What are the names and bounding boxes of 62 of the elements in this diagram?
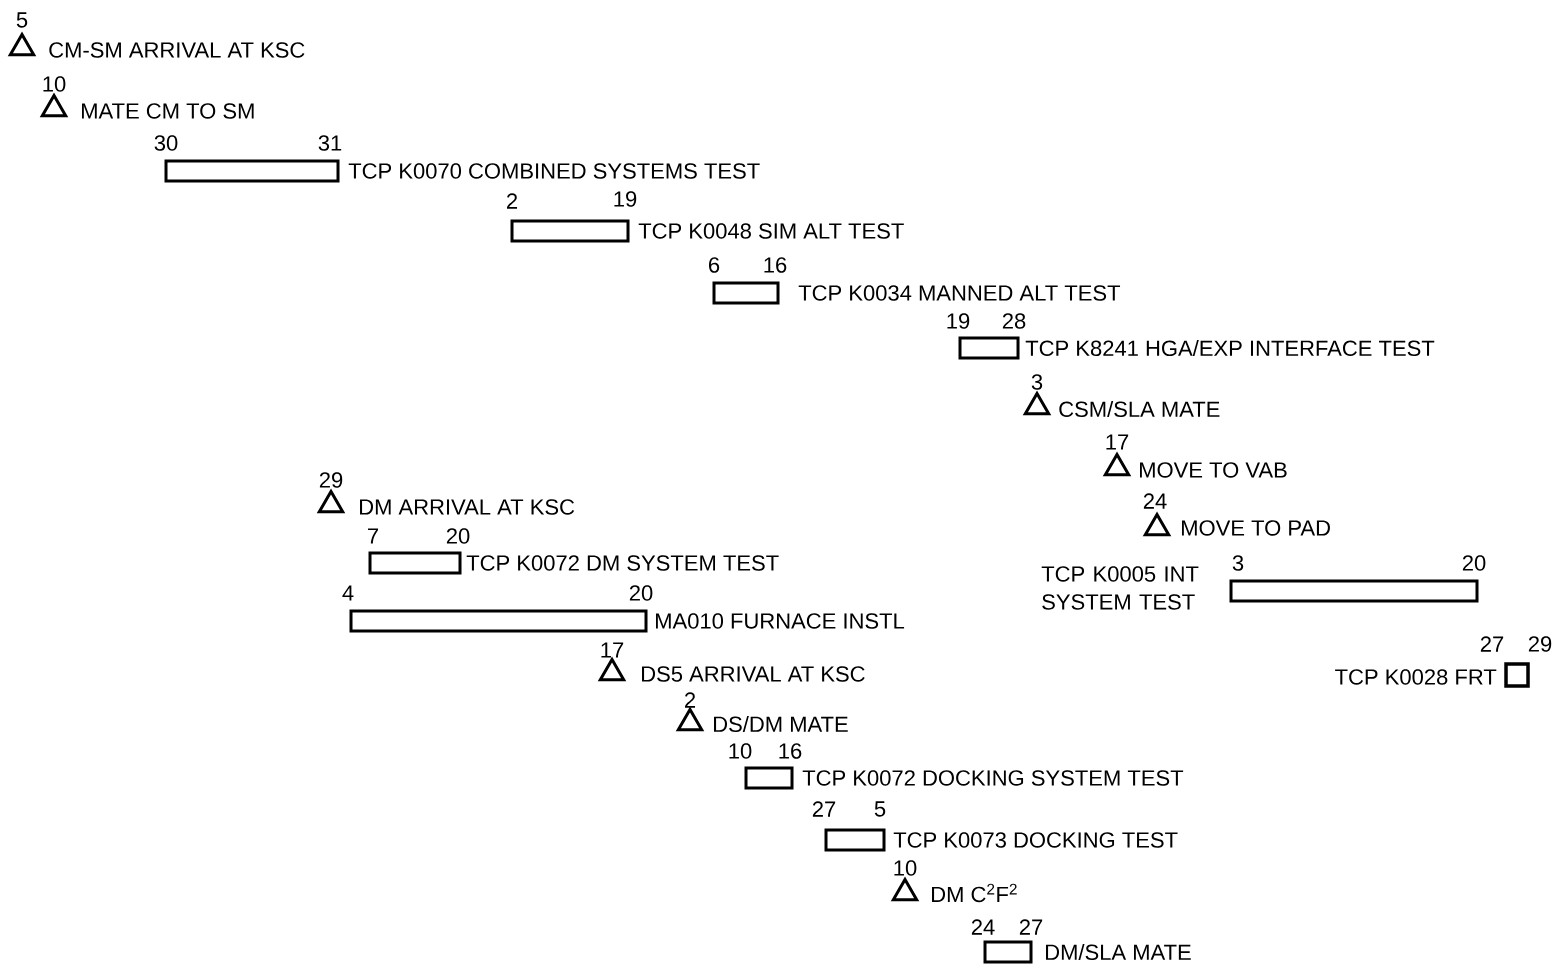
schedule-bar — [1229, 579, 1479, 603]
date-label: 24 — [1143, 493, 1167, 509]
activity-label: DM C$^{2}$F$^{2}$ — [932, 883, 1017, 903]
schedule-bar — [510, 219, 630, 243]
date-label: 2 — [507, 193, 518, 209]
date-label: 7 — [368, 528, 379, 544]
schedule-bar — [712, 281, 780, 305]
date-label: 29 — [319, 472, 343, 488]
date-label: 28 — [1002, 313, 1026, 329]
activity-label: DM ARRIVAL AT KSC — [360, 499, 575, 515]
schedule-bar — [368, 551, 462, 575]
activity-label: CSM/SLA MATE — [1059, 400, 1220, 418]
date-label: 29 — [1528, 636, 1552, 652]
date-label: 17 — [1106, 434, 1129, 450]
date-label: 3 — [1031, 374, 1043, 390]
date-label: 20 — [1462, 555, 1486, 571]
date-label: 20 — [446, 528, 470, 544]
activity-label: TCP K0034 MANNED ALT TEST — [798, 285, 1121, 301]
date-label: 17 — [601, 642, 624, 658]
schedule-bar — [983, 940, 1033, 964]
date-label: 24 — [971, 919, 995, 935]
date-label: 3 — [1232, 555, 1244, 571]
date-label: 31 — [318, 135, 342, 151]
activity-label: TCP K0048 SIM ALT TEST — [638, 223, 904, 239]
date-label: 19 — [614, 191, 637, 207]
activity-label: TCP K0072 DM SYSTEM TEST — [466, 555, 779, 571]
activity-label: CM-SM ARRIVAL AT KSC — [49, 42, 305, 58]
date-label: 16 — [779, 743, 802, 759]
schedule-bar — [349, 609, 648, 633]
schedule-bar — [744, 766, 794, 790]
date-label: 5 — [16, 12, 28, 28]
activity-label: TCP K0028 FRT — [1335, 669, 1497, 685]
date-label: 20 — [629, 585, 653, 601]
date-label: 2 — [685, 692, 696, 708]
date-label: 16 — [764, 257, 787, 273]
activity-label: DS/DM MATE — [714, 715, 848, 733]
date-label: 4 — [342, 585, 354, 601]
activity-label: TCP K0005 INT SYSTEM TEST — [1041, 566, 1199, 610]
activity-label: DS5 ARRIVAL AT KSC — [642, 666, 865, 682]
date-label: 27 — [1019, 919, 1043, 935]
schedule-bar — [958, 336, 1020, 360]
date-label: 27 — [1480, 636, 1504, 652]
date-label: 6 — [709, 257, 720, 273]
activity-label: MA010 FURNACE INSTL — [656, 613, 905, 629]
date-label: 10 — [43, 76, 66, 92]
date-label: 27 — [812, 801, 836, 817]
schedule-bar — [164, 159, 340, 183]
activity-label: TCP K0070 COMBINED SYSTEMS TEST — [348, 163, 760, 179]
activity-label: MOVE TO PAD — [1182, 520, 1330, 536]
date-label: 10 — [729, 743, 752, 759]
activity-label: TCP K0072 DOCKING SYSTEM TEST — [802, 770, 1184, 786]
activity-label: DM/SLA MATE — [1046, 943, 1191, 961]
schedule-box — [1504, 662, 1530, 688]
date-label: 19 — [947, 313, 970, 329]
activity-label: MATE CM TO SM — [82, 103, 254, 119]
activity-label: TCP K8241 HGA/EXP INTERFACE TEST — [1025, 339, 1435, 357]
activity-label: MOVE TO VAB — [1140, 462, 1287, 478]
date-label: 10 — [894, 860, 917, 876]
date-label: 30 — [154, 135, 178, 151]
activity-label: TCP K0073 DOCKING TEST — [893, 832, 1178, 848]
schedule-bar — [824, 828, 886, 852]
date-label: 5 — [874, 801, 886, 817]
